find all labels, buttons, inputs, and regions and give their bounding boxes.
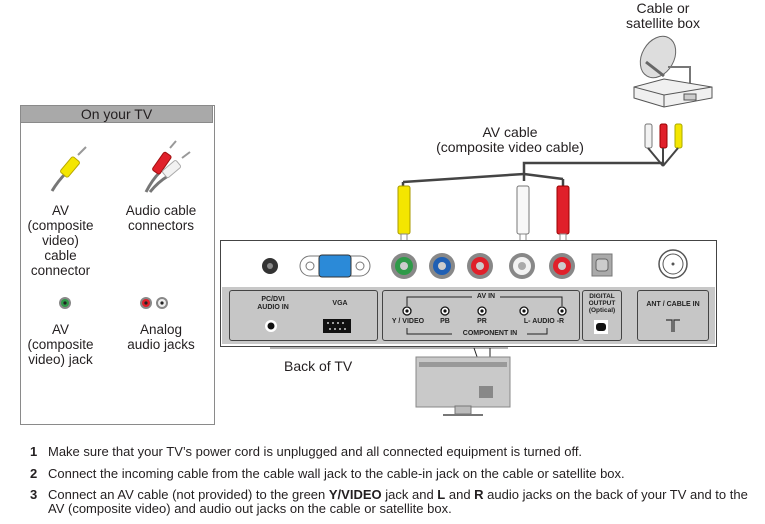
text-run: and — [445, 487, 475, 502]
red-audio-r-jack[interactable] — [549, 253, 575, 279]
text-run: audio jacks on the back of your TV and t… — [48, 487, 748, 516]
step-text: Connect an AV cable (not provided) to th… — [48, 488, 765, 515]
step-2: 2 Connect the incoming cable from the ca… — [30, 465, 765, 481]
red-white-jacks-icon — [140, 297, 168, 309]
component-in-label: COMPONENT IN — [462, 330, 518, 337]
digital-output-label: DIGITAL OUTPUT (Optical) — [582, 293, 622, 314]
source-rca-plugs-icon — [644, 123, 683, 167]
label-line: AV cable — [482, 124, 538, 140]
coax-port[interactable] — [658, 249, 688, 279]
legend-label-av-connector: AV (composite video) cable connector — [18, 203, 103, 278]
label-line: AUDIO IN — [257, 304, 289, 311]
legend-label-analog-audio: Analog audio jacks — [115, 322, 207, 352]
yellow-rca-plug-icon — [50, 146, 87, 192]
av-in-label: AV IN — [476, 293, 496, 300]
label-line: AV — [51, 203, 69, 218]
source-device-label: Cable or satellite box — [612, 1, 714, 31]
vga-port[interactable] — [299, 254, 371, 278]
ant-cable-section — [637, 290, 709, 341]
step-text: Connect the incoming cable from the cabl… — [48, 465, 625, 481]
audio-lr-label: L- AUDIO -R — [523, 318, 565, 325]
pc-dvi-audio-label: PC/DVI AUDIO IN — [248, 296, 298, 312]
label-line: connector — [30, 263, 91, 278]
instruction-steps: 1 Make sure that your TV’s power cord is… — [30, 445, 765, 523]
step-1: 1 Make sure that your TV’s power cord is… — [30, 445, 765, 459]
y-video-label: Y / VIDEO — [391, 318, 425, 325]
label-line: AV — [51, 322, 69, 337]
red-rca-plug — [556, 185, 570, 245]
label-line: PC/DVI — [261, 296, 285, 303]
av-component-brackets — [402, 296, 567, 335]
optical-port-icon — [594, 320, 608, 334]
panel-jacks — [262, 249, 688, 279]
antenna-symbol-icon — [666, 319, 680, 332]
pb-label: PB — [440, 318, 450, 325]
label-line: (composite video cable) — [436, 139, 584, 155]
step-3: 3 Connect an AV cable (not provided) to … — [30, 488, 765, 515]
back-of-tv-label: Back of TV — [284, 358, 353, 374]
white-audio-l-jack[interactable] — [509, 253, 535, 279]
l-emphasis: L — [437, 487, 446, 502]
legend-title: On your TV — [20, 105, 213, 123]
pc-audio-port-icon — [265, 320, 277, 332]
label-line: OUTPUT — [588, 300, 616, 307]
label-line: video) — [42, 233, 79, 248]
red-white-rca-plugs-icon — [144, 140, 191, 193]
satellite-box-icon — [633, 35, 713, 108]
r-emphasis: R — [474, 487, 484, 502]
label-line: video) jack — [28, 352, 93, 367]
label-line: (composite — [27, 337, 94, 352]
green-y-video-jack[interactable] — [391, 253, 417, 279]
cable-label: AV cable (composite video cable) — [420, 125, 600, 155]
label-line: Analog — [139, 322, 183, 337]
optical-port[interactable] — [591, 253, 613, 277]
pr-label: PR — [477, 318, 487, 325]
tv-rear-thumbnail — [415, 356, 511, 416]
label-line: audio jacks — [127, 337, 195, 352]
step-number: 2 — [30, 465, 38, 481]
legend-label-av-jack: AV (composite video) jack — [18, 322, 103, 367]
text-run: jack and — [381, 487, 438, 502]
green-jack-icon — [59, 297, 71, 309]
blue-pb-jack[interactable] — [429, 253, 455, 279]
red-pr-jack[interactable] — [467, 253, 493, 279]
label-line: satellite box — [626, 15, 700, 31]
step-number: 3 — [30, 487, 38, 502]
text-run: Connect an AV cable (not provided) to th… — [48, 487, 329, 502]
step-text: Make sure that your TV’s power cord is u… — [48, 444, 583, 459]
vga-port-icon — [323, 319, 351, 333]
label-line: (composite — [27, 218, 94, 233]
legend-label-audio-connectors: Audio cable connectors — [115, 203, 207, 233]
pc-vga-section — [229, 290, 378, 341]
vga-label: VGA — [332, 300, 348, 307]
yellow-rca-plug — [397, 185, 411, 245]
label-line: Cable or — [636, 0, 690, 16]
pc-audio-jack[interactable] — [262, 258, 278, 274]
white-rca-plug — [516, 185, 530, 245]
label-line: DIGITAL — [589, 293, 615, 300]
label-line: connectors — [127, 218, 195, 233]
y-video-emphasis: Y/VIDEO — [328, 487, 382, 502]
step-number: 1 — [30, 444, 38, 459]
label-line: Audio cable — [125, 203, 197, 218]
label-line: cable — [44, 248, 77, 263]
ant-cable-in-label: ANT / CABLE IN — [646, 301, 700, 308]
label-line: (Optical) — [588, 307, 616, 314]
